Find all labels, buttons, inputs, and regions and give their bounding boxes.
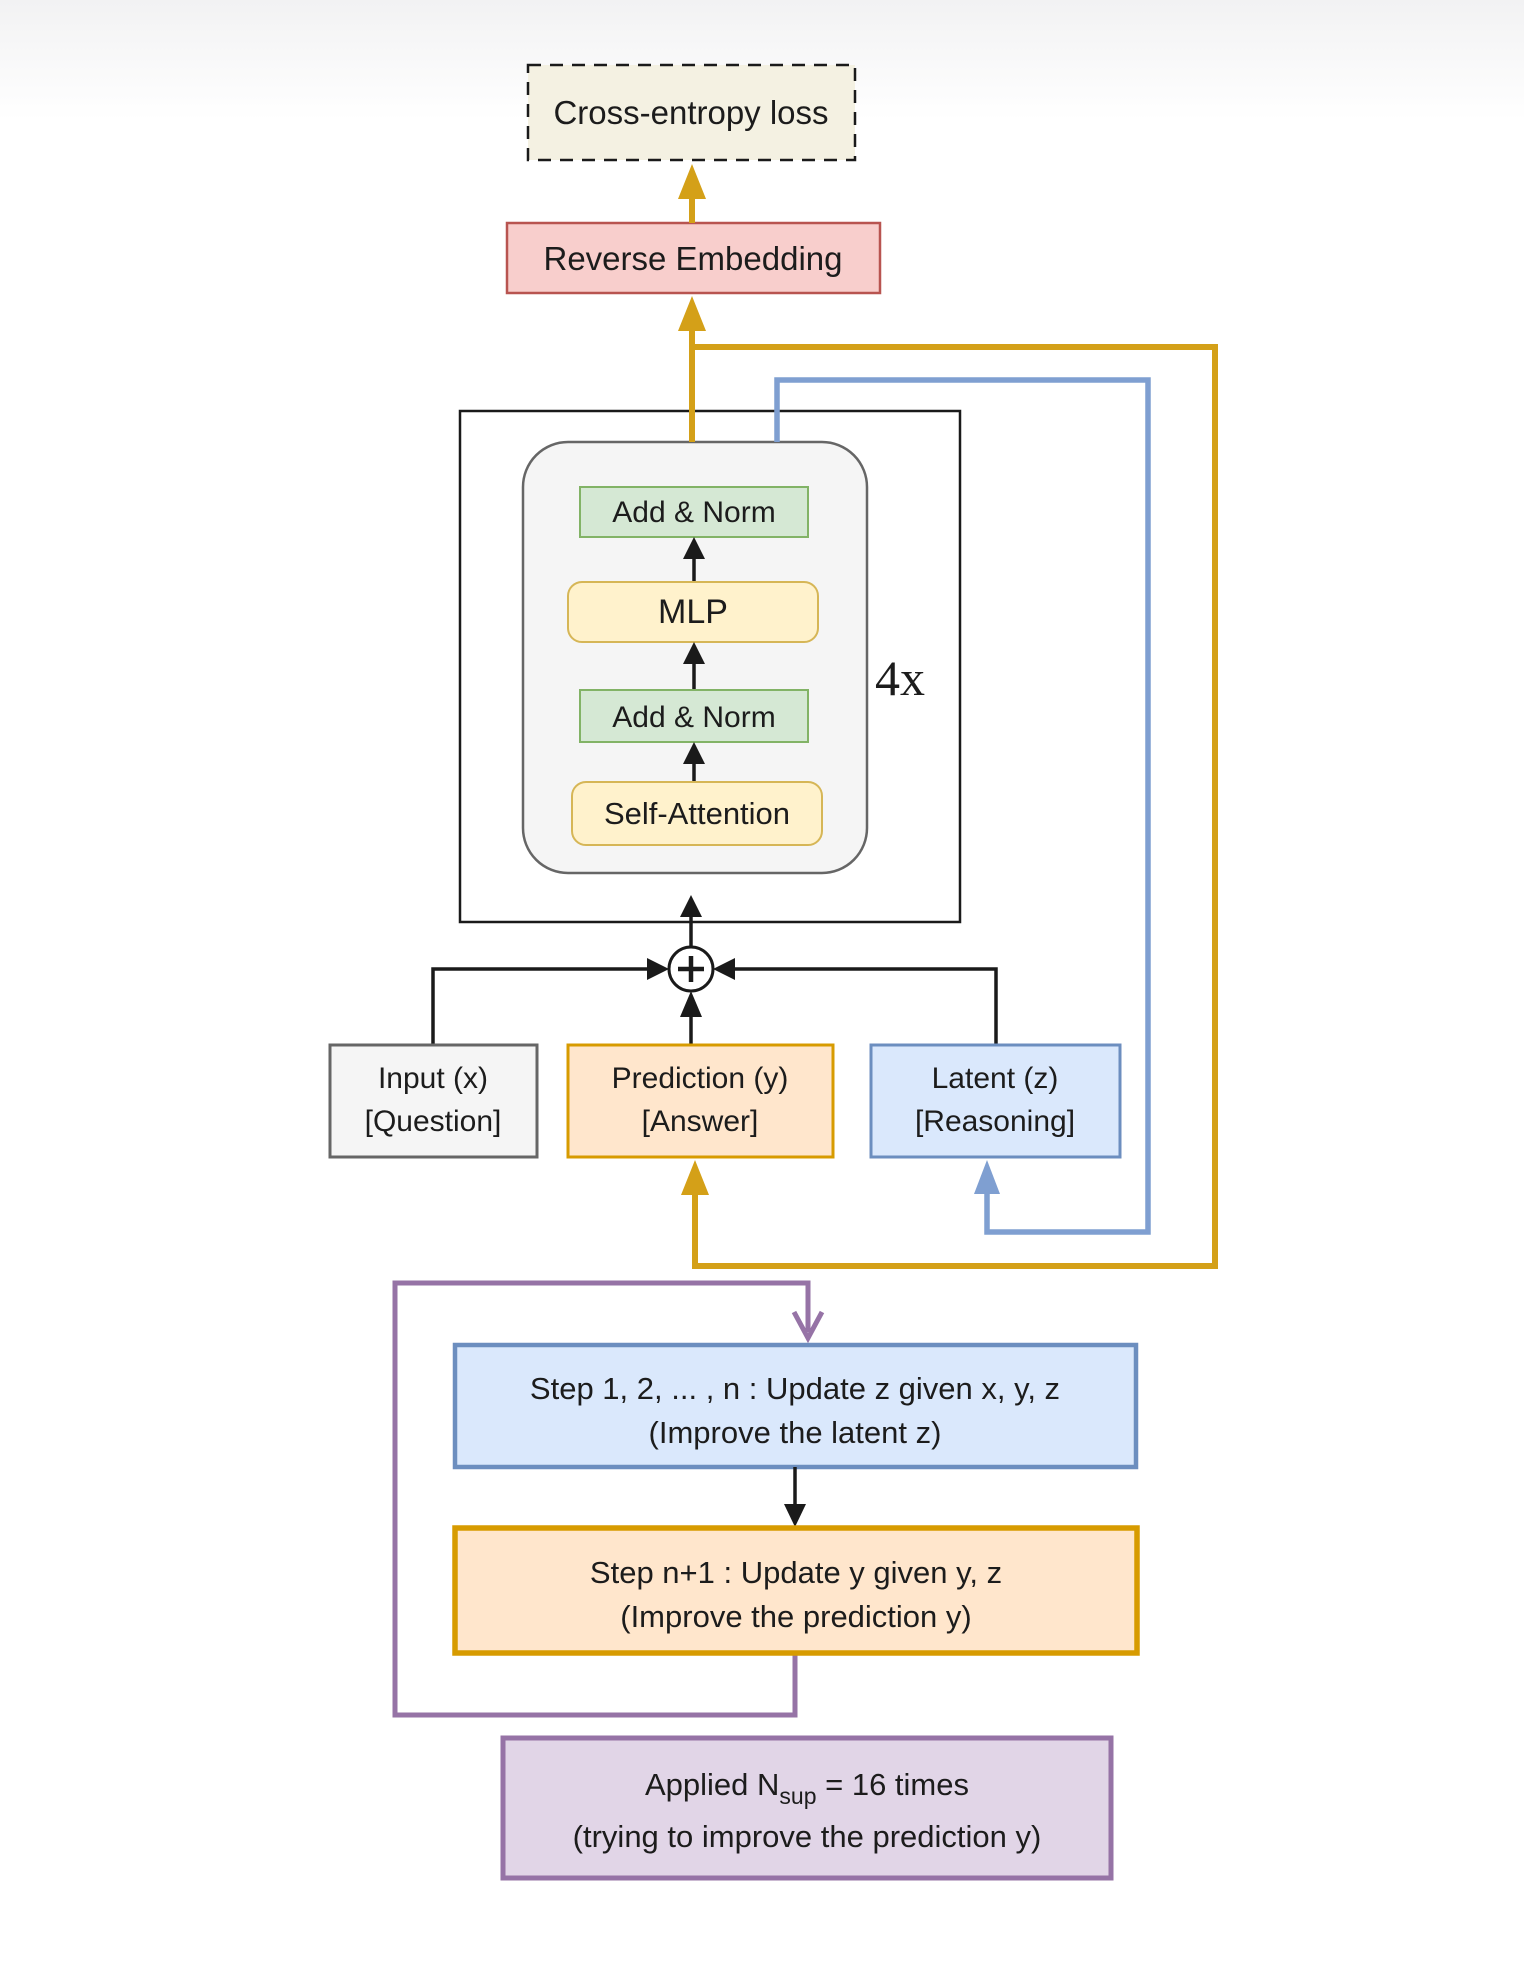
arrowhead-right-icon bbox=[647, 958, 669, 980]
add-norm-bottom-box: Add & Norm bbox=[579, 689, 809, 743]
prediction-rect bbox=[566, 1043, 835, 1159]
purple-supervision-loop bbox=[392, 1280, 825, 1718]
arrowhead-up-icon bbox=[680, 895, 702, 917]
latent-feed-line bbox=[713, 958, 998, 1045]
cross-entropy-loss-box: Cross-entropy loss bbox=[526, 63, 857, 162]
mlp-rect bbox=[567, 581, 819, 643]
add-norm-bottom-rect bbox=[579, 689, 809, 743]
applied-nsup-box: Applied Nsup = 16 times (trying to impro… bbox=[500, 1735, 1114, 1881]
arrowhead-up-icon bbox=[680, 991, 702, 1017]
arrowhead-up-icon bbox=[683, 742, 705, 764]
reverse-embedding-label: Reverse Embedding bbox=[544, 240, 843, 277]
latent-label-line1: Latent (z) bbox=[932, 1062, 1059, 1095]
circled-plus-icon bbox=[667, 945, 715, 993]
gold-loss-arrow bbox=[678, 164, 706, 223]
input-rect bbox=[328, 1043, 539, 1159]
prediction-label-line1: Prediction (y) bbox=[612, 1062, 789, 1095]
add-norm-top-rect bbox=[579, 486, 809, 538]
update-z-line1: Step 1, 2, ... , n : Update z given x, y… bbox=[530, 1371, 1060, 1406]
reverse-embedding-rect bbox=[505, 221, 882, 295]
input-box: Input (x) [Question] bbox=[328, 1043, 539, 1159]
applied-nsup-rect bbox=[500, 1735, 1114, 1881]
cross-entropy-loss-label: Cross-entropy loss bbox=[553, 94, 828, 131]
arrowhead-up-icon bbox=[974, 1160, 1000, 1194]
applied-nsup-line1: Applied Nsup = 16 times bbox=[645, 1767, 969, 1809]
prediction-label-line2: [Answer] bbox=[642, 1105, 759, 1138]
add-norm-bottom-label: Add & Norm bbox=[612, 701, 775, 734]
arrow-updatez-to-updatey bbox=[784, 1467, 806, 1527]
update-y-line1: Step n+1 : Update y given y, z bbox=[590, 1555, 1002, 1590]
arrowhead-up-icon bbox=[681, 1160, 709, 1195]
latent-label-line2: [Reasoning] bbox=[915, 1105, 1075, 1138]
arrowhead-up-icon bbox=[683, 537, 705, 559]
transformer-outer-box bbox=[458, 409, 962, 924]
blue-recurrence-loop bbox=[774, 377, 1151, 1235]
prediction-box: Prediction (y) [Answer] bbox=[566, 1043, 835, 1159]
arrowhead-up-icon bbox=[678, 296, 706, 331]
update-y-line2: (Improve the prediction y) bbox=[620, 1599, 971, 1634]
input-label-line1: Input (x) bbox=[378, 1062, 488, 1095]
mlp-box: MLP bbox=[567, 581, 819, 643]
input-label-line2: [Question] bbox=[365, 1105, 502, 1138]
update-z-line2: (Improve the latent z) bbox=[649, 1415, 942, 1450]
add-norm-top-label: Add & Norm bbox=[612, 496, 775, 529]
arrowhead-up-icon bbox=[678, 164, 706, 199]
arrow-mlp-to-addnorm bbox=[683, 537, 705, 582]
latent-box: Latent (z) [Reasoning] bbox=[869, 1043, 1122, 1159]
repeat-count-label: 4x bbox=[875, 650, 925, 706]
update-y-step-box: Step n+1 : Update y given y, z (Improve … bbox=[452, 1525, 1140, 1656]
input-feed-line bbox=[431, 958, 669, 1045]
gold-recurrence-loop bbox=[681, 344, 1218, 1269]
update-z-step-box: Step 1, 2, ... , n : Update z given x, y… bbox=[452, 1342, 1139, 1470]
update-z-rect bbox=[452, 1342, 1139, 1470]
mlp-label: MLP bbox=[658, 593, 728, 631]
arrowhead-left-icon bbox=[713, 958, 735, 980]
arrowhead-down-open-icon bbox=[791, 1310, 825, 1344]
self-attention-label: Self-Attention bbox=[604, 796, 790, 831]
applied-nsup-line2: (trying to improve the prediction y) bbox=[573, 1819, 1042, 1854]
arrowhead-down-icon bbox=[784, 1504, 806, 1527]
self-attention-rect bbox=[571, 781, 823, 846]
update-y-rect bbox=[452, 1525, 1140, 1656]
latent-rect bbox=[869, 1043, 1122, 1159]
prediction-feed-line bbox=[680, 991, 702, 1045]
arrow-addnorm2-to-mlp bbox=[683, 642, 705, 690]
arrowhead-up-icon bbox=[683, 642, 705, 664]
self-attention-box: Self-Attention bbox=[571, 781, 823, 846]
add-norm-top-box: Add & Norm bbox=[579, 486, 809, 538]
gold-output-arrow bbox=[678, 296, 706, 442]
arrow-sum-to-container bbox=[680, 895, 702, 947]
reverse-embedding-box: Reverse Embedding bbox=[505, 221, 882, 295]
arrow-selfattn-to-addnorm2 bbox=[683, 742, 705, 782]
cross-entropy-loss-rect bbox=[526, 63, 857, 162]
